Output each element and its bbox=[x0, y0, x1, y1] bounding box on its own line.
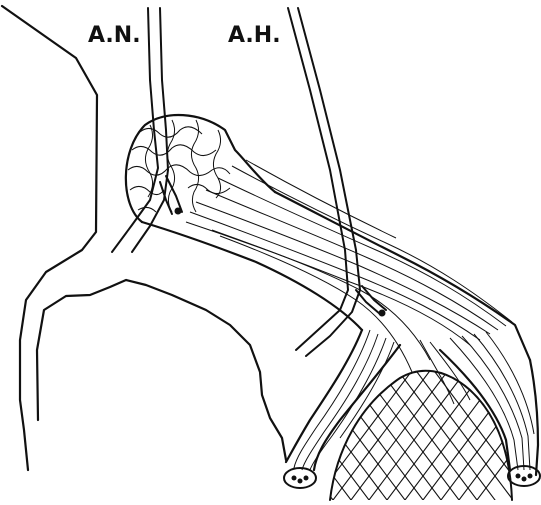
ah-artery-left-wall bbox=[288, 8, 348, 350]
label-ah: A.H. bbox=[228, 23, 281, 48]
right-leg-fiber-dot bbox=[516, 474, 521, 479]
ah-branch-point bbox=[379, 310, 386, 317]
crosshatch-boundary bbox=[330, 371, 512, 500]
tract-fibers bbox=[186, 160, 512, 372]
right-leg-fiber-dot bbox=[528, 474, 533, 479]
inner-body-contour bbox=[37, 280, 286, 460]
nucleus-outline bbox=[126, 115, 275, 222]
arch-right-outer bbox=[530, 360, 538, 475]
arch-fibers bbox=[294, 330, 534, 470]
left-leg-end bbox=[284, 468, 316, 488]
left-leg-fiber-dot bbox=[298, 479, 303, 484]
an-branch-point bbox=[175, 208, 182, 215]
ah-artery-right-wall bbox=[298, 8, 360, 356]
left-leg-fiber-dot bbox=[304, 476, 309, 481]
crosshatch-area bbox=[228, 360, 541, 505]
tract-lower-boundary bbox=[142, 222, 362, 330]
label-an: A.N. bbox=[88, 23, 141, 48]
left-leg-fiber-dot bbox=[292, 476, 297, 481]
nucleus-fibers bbox=[128, 120, 230, 212]
right-leg-fiber-dot bbox=[522, 477, 527, 482]
outer-contour bbox=[2, 6, 97, 470]
